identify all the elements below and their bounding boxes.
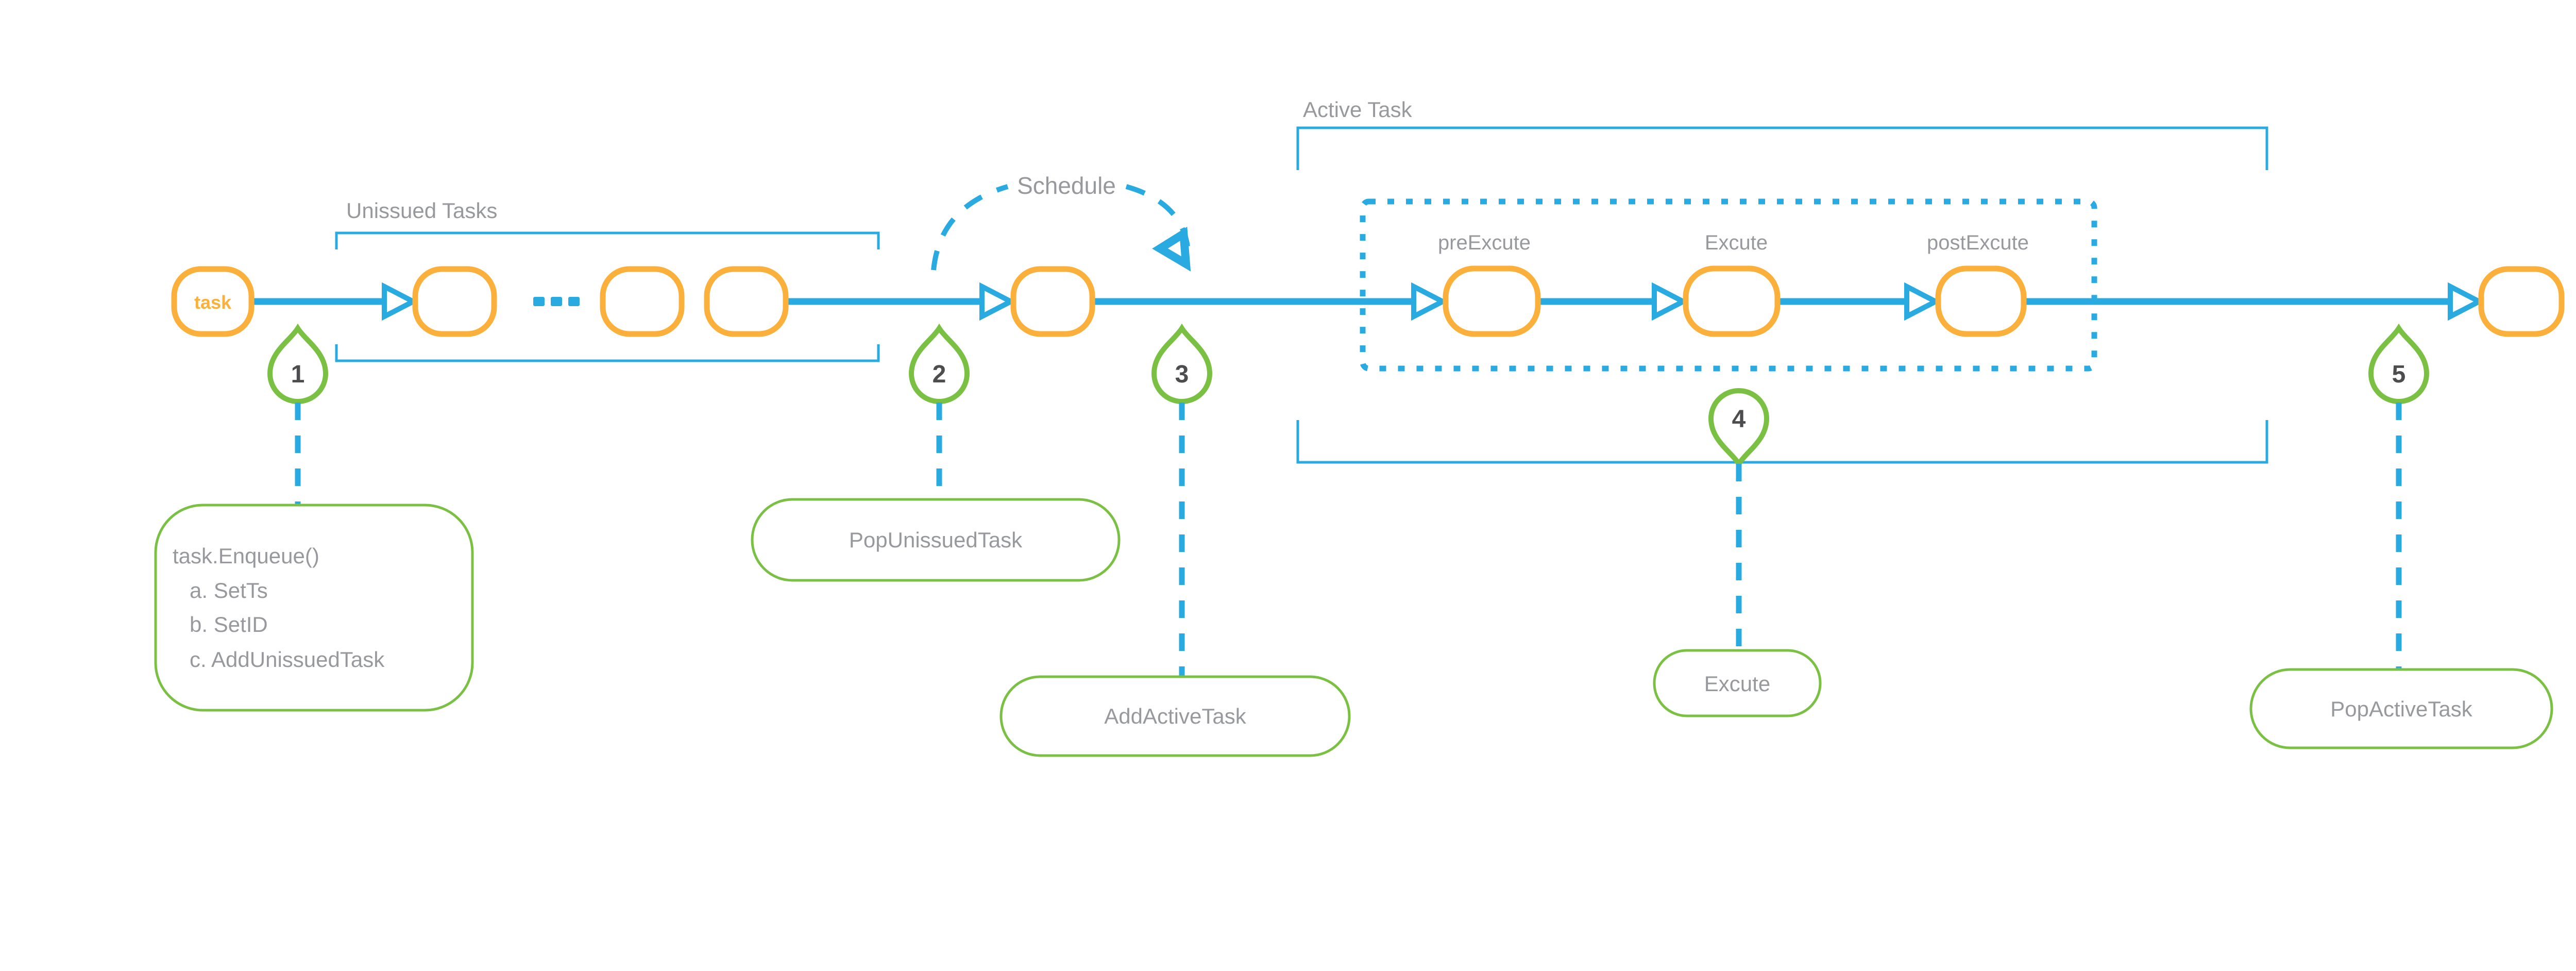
arc-arrowhead-icon	[1152, 226, 1191, 272]
brackets: Unissued Tasks Active Task	[335, 97, 2268, 464]
bracket-unissued-bottom	[335, 344, 880, 362]
node-excute	[1683, 265, 1781, 337]
postexcute-label: postExcute	[1927, 231, 2029, 254]
callout-excute-label: Excute	[1704, 672, 1770, 696]
marker-pin-4	[1708, 388, 1770, 469]
node-unissued-1	[412, 266, 497, 337]
arrowhead-icon	[382, 282, 419, 321]
task-node-label: task	[194, 292, 232, 313]
callout-add-active-label: AddActiveTask	[1104, 704, 1246, 728]
queue-ellipsis-icon	[533, 297, 580, 306]
marker-number-1: 1	[291, 361, 305, 388]
active-task-label: Active Task	[1303, 97, 1413, 122]
callouts: task.Enqueue() a. SetTs b. SetID c. AddU…	[154, 498, 2553, 757]
marker-pin-1	[267, 323, 329, 404]
callout-pop-active	[2249, 668, 2553, 749]
arrowhead-icon	[2448, 282, 2485, 321]
bracket-unissued-top	[335, 231, 880, 249]
marker-pin-3	[1151, 323, 1213, 404]
callout-enqueue-line-1: task.Enqueue()	[173, 544, 319, 568]
marker-connectors	[295, 403, 2402, 687]
arrowhead-icon	[979, 282, 1016, 321]
callout-pop-active-label: PopActiveTask	[2330, 697, 2472, 721]
schedule-label: Schedule	[1017, 172, 1116, 199]
excute-label: Excute	[1705, 231, 1768, 254]
node-unissued-3	[704, 266, 789, 337]
node-schedule	[1010, 266, 1095, 337]
schedule-arc-left	[931, 184, 1009, 271]
node-end	[2478, 266, 2565, 337]
marker-number-5: 5	[2392, 361, 2406, 388]
arrowhead-icon	[1904, 282, 1941, 321]
callout-pop-unissued	[751, 498, 1121, 582]
arrowhead-icon	[1411, 282, 1448, 321]
callout-enqueue-line-4: c. AddUnissuedTask	[190, 647, 385, 672]
ellipsis-dot	[568, 297, 580, 306]
step-markers: 1 2 3 4 5	[267, 323, 2430, 469]
marker-number-2: 2	[933, 361, 946, 388]
preexcute-label: preExcute	[1438, 231, 1531, 254]
callout-add-active	[999, 675, 1351, 757]
callout-excute	[1653, 649, 1822, 717]
arrowhead-icon	[1652, 282, 1689, 321]
bracket-active-bottom	[1296, 420, 2268, 464]
ellipsis-dot	[533, 297, 545, 306]
marker-number-3: 3	[1175, 361, 1189, 388]
callout-pop-unissued-label: PopUnissuedTask	[849, 528, 1023, 552]
node-postexcute	[1935, 265, 2027, 337]
ellipsis-dot	[551, 297, 562, 306]
callout-enqueue	[154, 504, 474, 712]
active-task-group: preExcute Excute postExcute	[1360, 198, 2097, 372]
marker-pin-5	[2368, 323, 2430, 404]
marker-number-4: 4	[1732, 406, 1746, 433]
callout-enqueue-line-3: b. SetID	[190, 612, 268, 637]
bracket-active-top	[1296, 126, 2268, 170]
marker-pin-2	[908, 323, 970, 404]
callout-enqueue-line-2: a. SetTs	[190, 578, 268, 602]
unissued-tasks-label: Unissued Tasks	[346, 198, 497, 223]
schedule-group: Schedule	[931, 172, 1191, 272]
nodes: task	[171, 265, 2565, 337]
node-preexcute	[1443, 265, 1541, 337]
node-task	[171, 266, 255, 337]
node-unissued-2	[600, 266, 685, 337]
